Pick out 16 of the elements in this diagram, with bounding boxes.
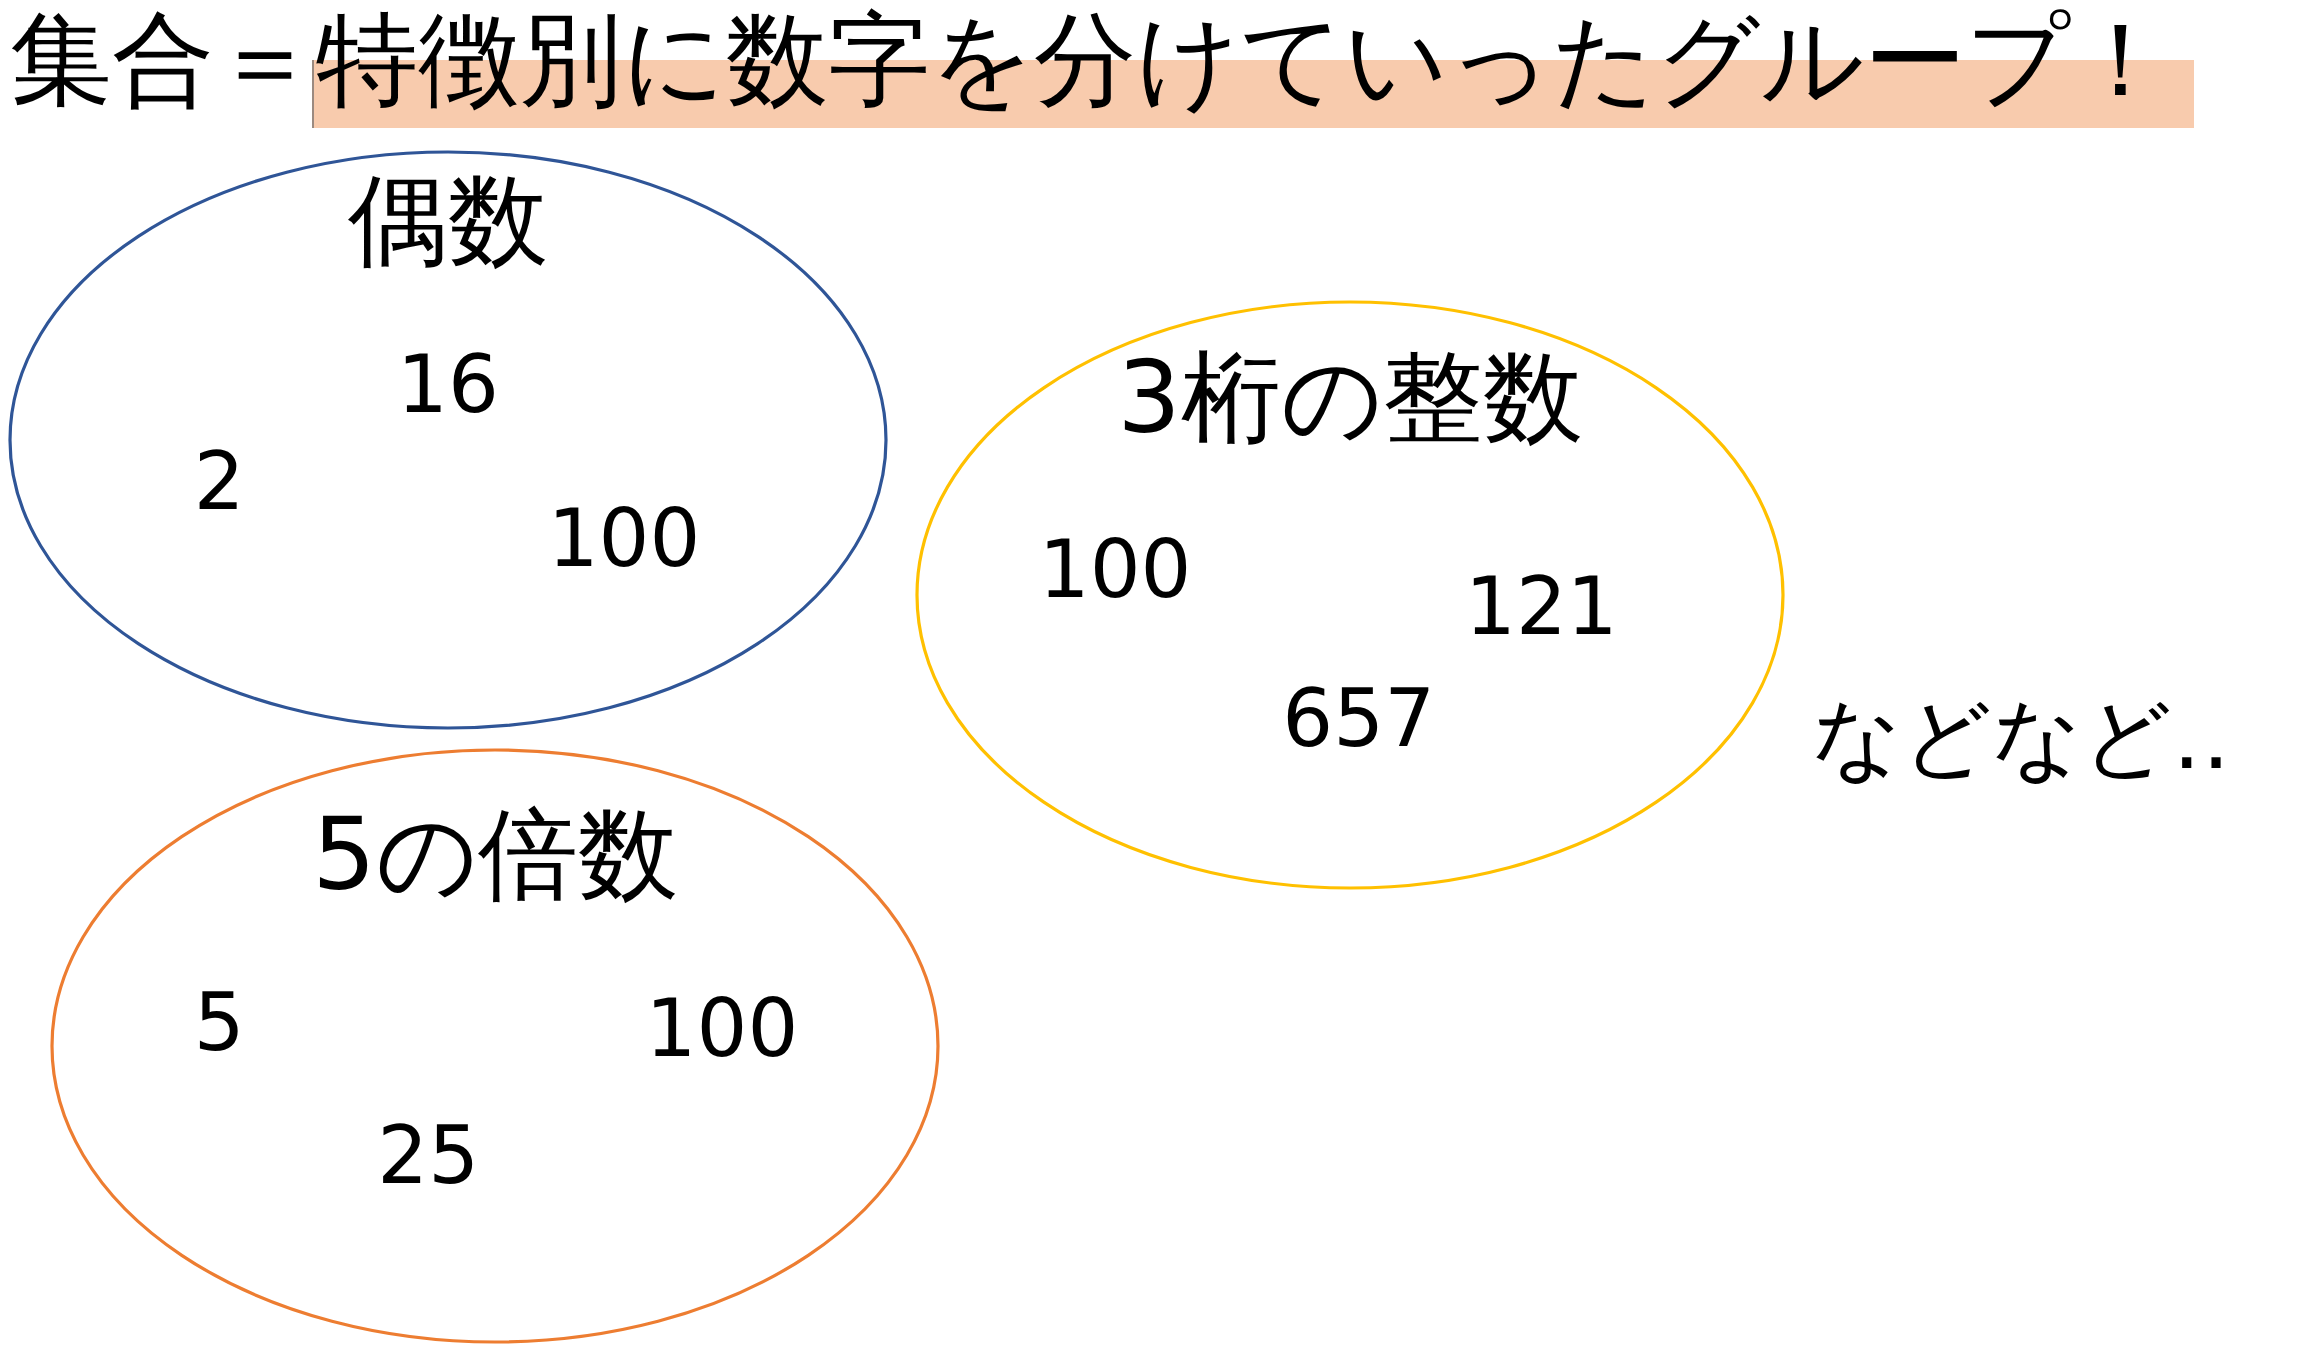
set-heading: 5の倍数 — [312, 801, 678, 907]
number-label: 16 — [397, 342, 499, 427]
number-label: 100 — [645, 987, 799, 1072]
number-label: 100 — [1038, 527, 1192, 612]
number-label: 25 — [377, 1113, 480, 1198]
number-label: 100 — [547, 496, 701, 581]
set-ellipse — [8, 150, 888, 730]
number-label: 5 — [193, 981, 245, 1066]
set-heading: 3桁の整数 — [1117, 344, 1583, 450]
set-heading: 偶数 — [348, 167, 548, 273]
set-ellipse — [50, 748, 940, 1344]
number-label: 657 — [1282, 676, 1436, 761]
set-ellipse — [915, 300, 1785, 890]
number-label: 121 — [1465, 564, 1618, 649]
number-label: 2 — [193, 440, 245, 525]
note-text: などなど‥ — [1812, 690, 2231, 787]
